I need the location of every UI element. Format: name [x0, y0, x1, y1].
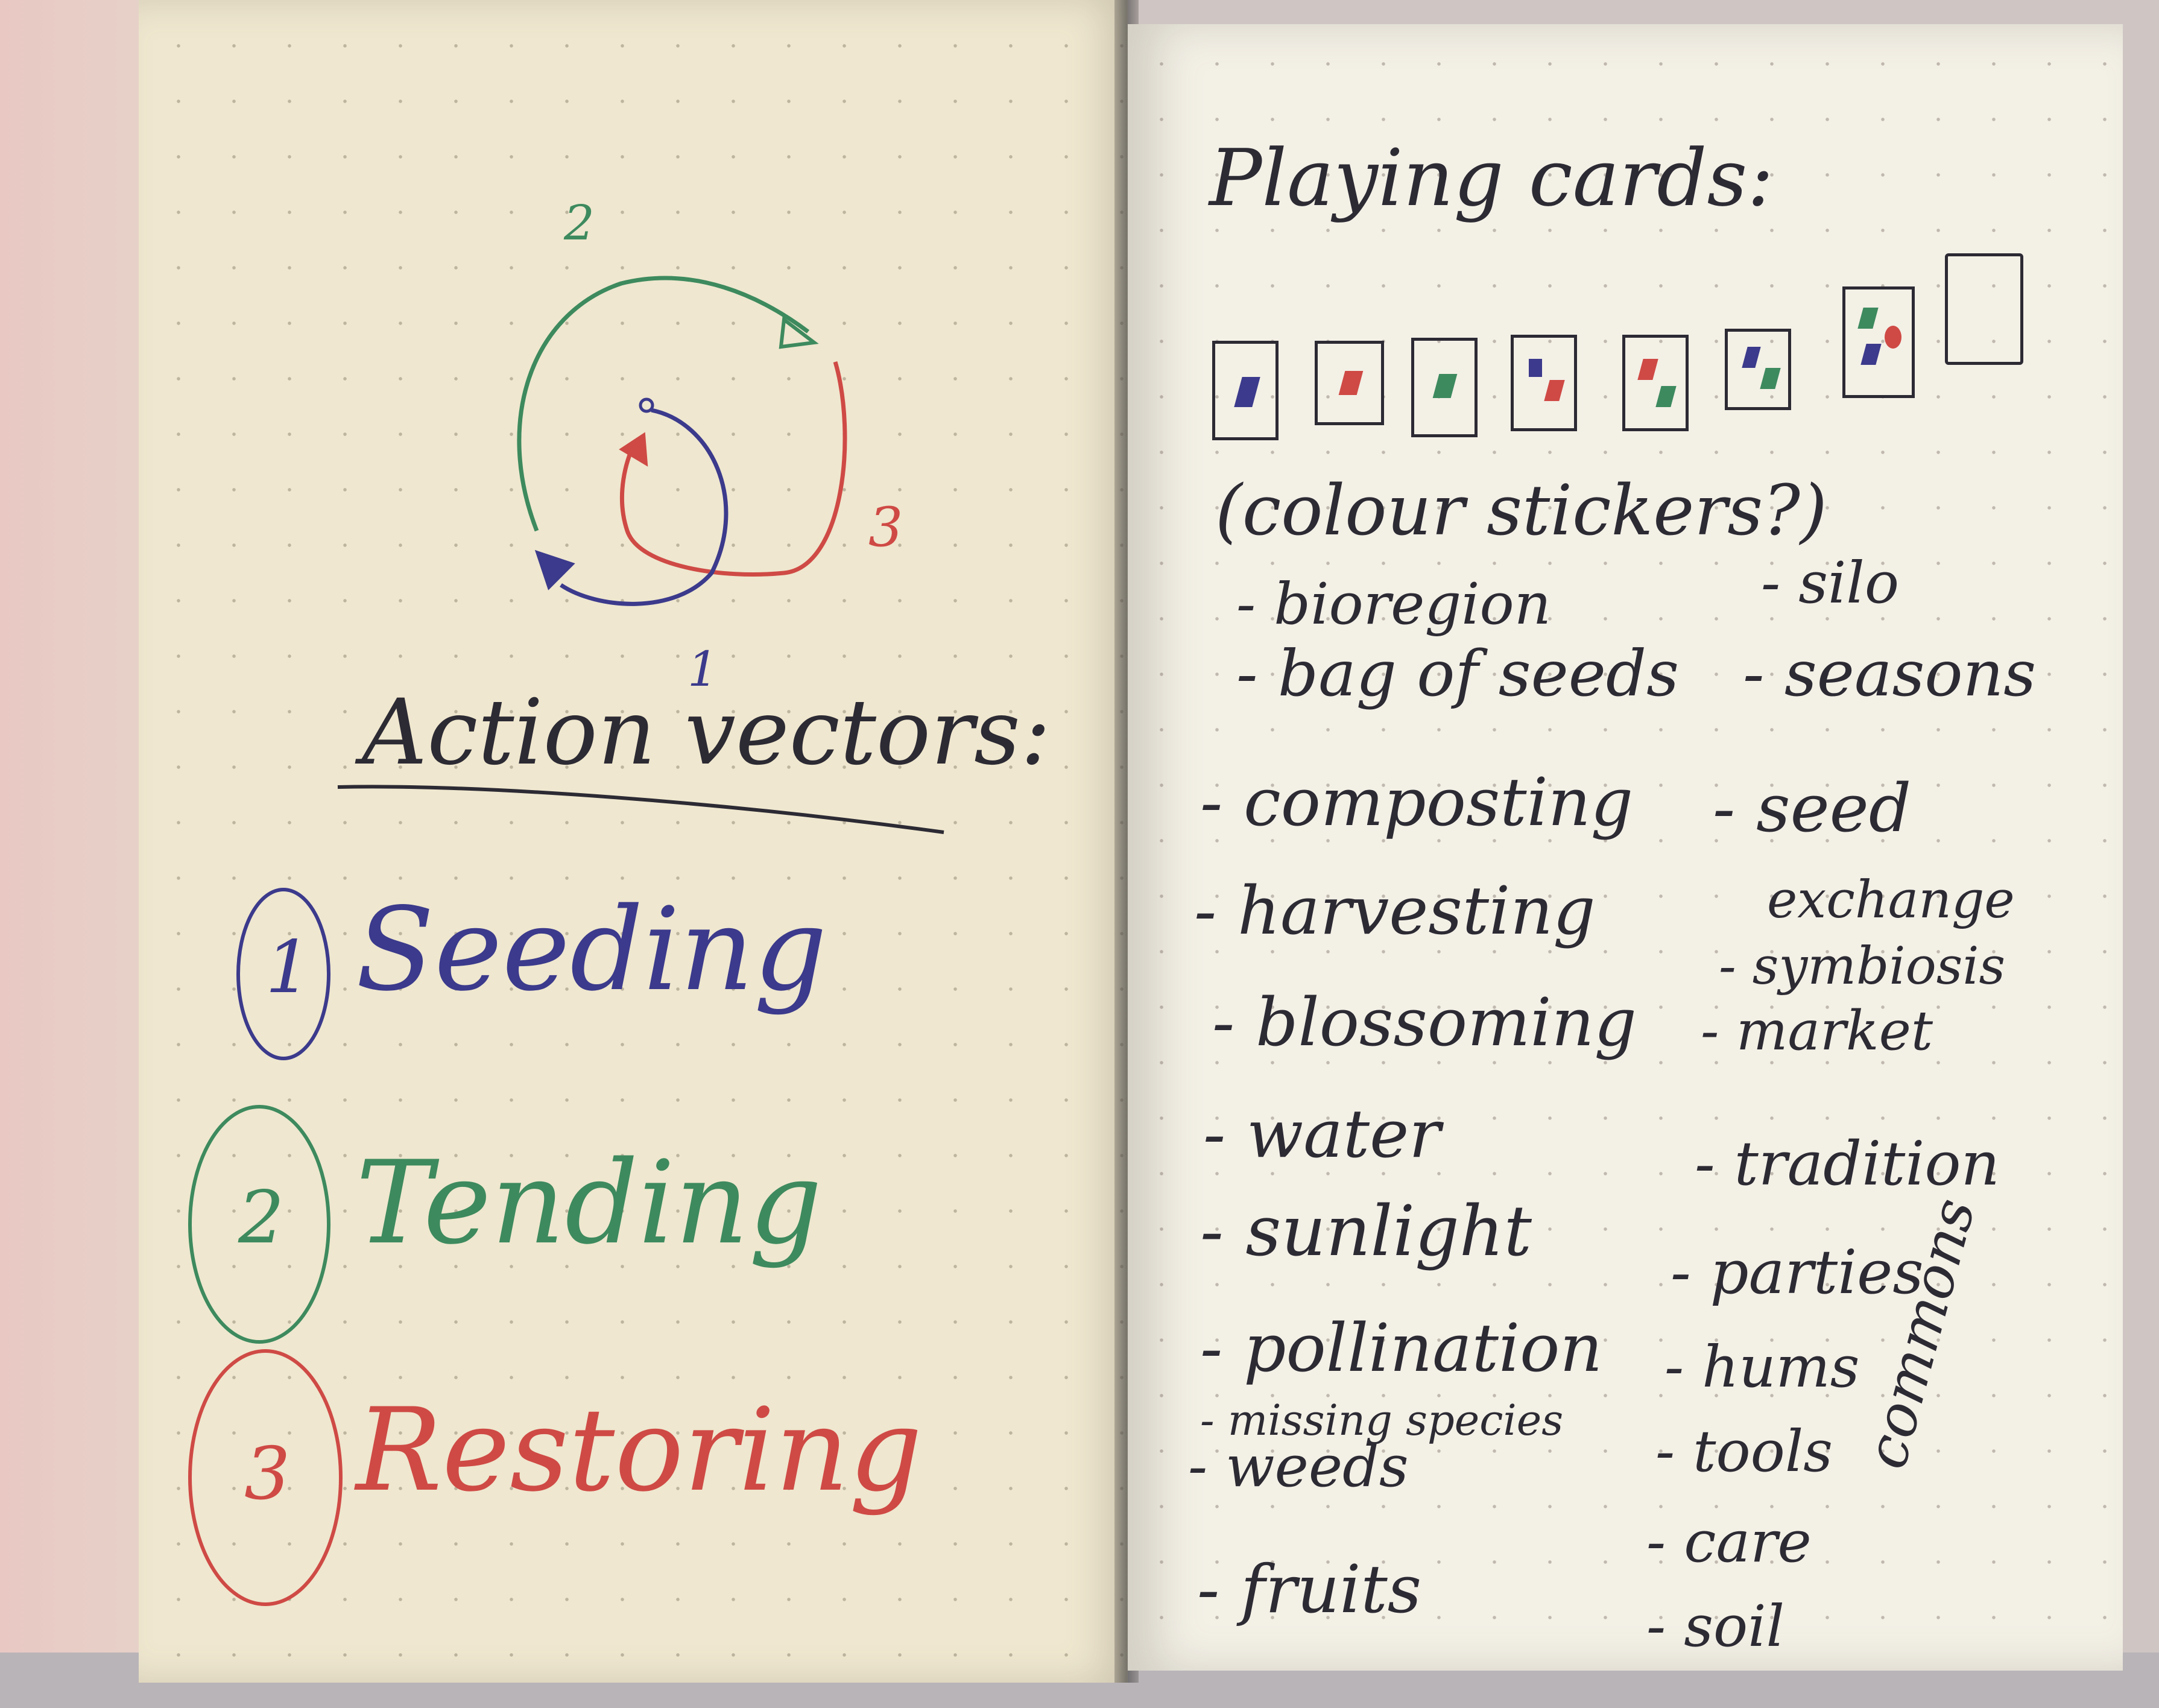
list-item: exchange: [1767, 870, 2015, 930]
card-green-blue-red-icon: [1842, 286, 1915, 398]
list-item: - tradition: [1695, 1128, 2000, 1199]
list-item: - silo: [1761, 550, 1900, 616]
list-item: - soil: [1646, 1593, 1785, 1660]
background-left: [0, 0, 157, 1708]
green-arrow: [517, 276, 810, 532]
circle-3-icon: [188, 1349, 343, 1606]
list-item: - seed: [1713, 770, 1912, 847]
playing-cards-heading: Playing cards:: [1209, 132, 1774, 224]
card-blue-green-icon: [1725, 329, 1791, 410]
list-item: - blossoming: [1212, 984, 1637, 1061]
action-1-number: 1: [265, 926, 312, 1010]
list-item: - composting: [1200, 764, 1634, 841]
list-item: - bioregion: [1236, 571, 1551, 637]
list-item: - weeds: [1188, 1434, 1409, 1500]
list-item: - bag of seeds: [1236, 637, 1679, 710]
list-item: - market: [1701, 999, 1933, 1063]
list-item: - seasons: [1743, 637, 2037, 710]
card-green-icon: [1411, 338, 1478, 437]
card-blue-red-icon: [1511, 335, 1577, 431]
diagram-label-2: 2: [564, 195, 595, 251]
action-2-number: 2: [238, 1176, 285, 1260]
list-item: - sunlight: [1200, 1191, 1532, 1272]
list-item: - water: [1203, 1095, 1441, 1172]
card-red-green-icon: [1622, 335, 1689, 431]
list-item: - symbiosis: [1719, 937, 2006, 996]
list-item: - tools: [1655, 1419, 1833, 1485]
card-red-icon: [1315, 341, 1384, 425]
diagram-label-1: 1: [688, 641, 718, 697]
circle-1-icon: [236, 888, 330, 1060]
diagram-label-3: 3: [868, 496, 903, 559]
action-vectors-heading: Action vectors:: [362, 680, 1051, 785]
list-item: - parties: [1671, 1237, 1924, 1308]
card-blue-icon: [1212, 341, 1279, 440]
colour-stickers-note: (colour stickers?): [1215, 470, 1827, 551]
red-arrow: [619, 361, 847, 577]
list-item: - care: [1646, 1509, 1812, 1575]
list-item: - harvesting: [1194, 872, 1596, 949]
notebook-right-page: [1128, 24, 2123, 1671]
list-item: - hums: [1664, 1334, 1860, 1400]
card-blank-icon: [1945, 253, 2023, 365]
action-3-label: Restoring: [356, 1384, 923, 1517]
heading-underline: [337, 785, 944, 834]
list-item: - fruits: [1197, 1551, 1422, 1628]
circle-2-icon: [188, 1105, 330, 1344]
red-arrowhead-icon: [619, 432, 648, 467]
action-1-label: Seeding: [356, 883, 827, 1016]
green-arrowhead-icon: [779, 316, 819, 349]
action-2-label: Tending: [356, 1136, 823, 1270]
action-3-number: 3: [244, 1432, 291, 1516]
blue-arrowhead-icon: [534, 549, 575, 590]
list-item: - missing species: [1200, 1396, 1564, 1445]
blue-arrow: [560, 408, 729, 606]
list-item: - pollination: [1200, 1309, 1603, 1387]
